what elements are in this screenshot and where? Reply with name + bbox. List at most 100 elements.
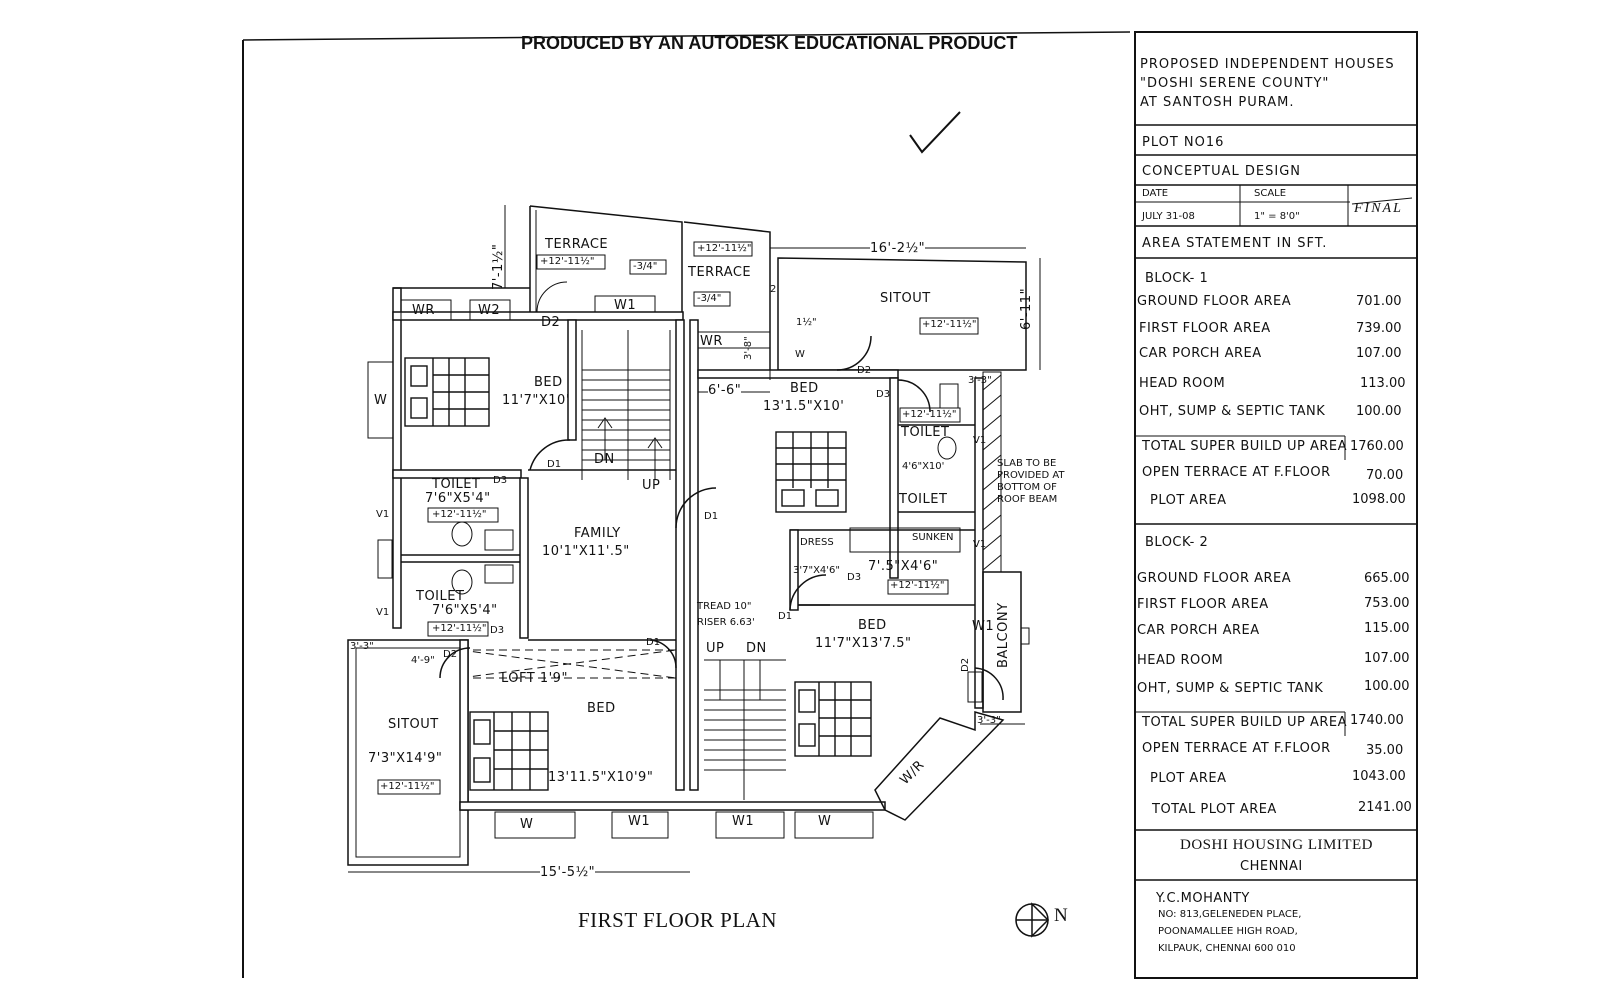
block-2-row-label: OHT, SUMP & SEPTIC TANK: [1137, 681, 1324, 696]
terrace-2-drop: -3/4": [697, 293, 722, 304]
room-dim-bed-ne: 13'1.5"X10': [763, 399, 845, 414]
label-v1-d: V1: [973, 539, 987, 550]
block-2-row-label: CAR PORCH AREA: [1137, 623, 1260, 638]
label-d2-top: D2: [541, 315, 561, 330]
label-d1-family: D1: [547, 459, 562, 470]
room-name-toilet-4: TOILET: [899, 492, 948, 507]
block-1-row-label: OHT, SUMP & SEPTIC TANK: [1139, 404, 1326, 419]
room-level-toilet-1: +12'-11½": [432, 509, 487, 520]
room-dim-toilet-1: 7'6"X5'4": [425, 491, 491, 506]
block-1-row-value: 1098.00: [1352, 492, 1406, 507]
dim-2: 2: [770, 284, 777, 295]
label-d3-se: D3: [847, 572, 862, 583]
room-dim-bed-se: 11'7"X13'7.5": [815, 636, 912, 651]
north-arrow-icon: [1015, 902, 1050, 938]
label-w-bottom-1: W: [520, 817, 534, 832]
label-w2: W2: [478, 303, 501, 318]
block-2-row-label: PLOT AREA: [1150, 771, 1227, 786]
dim-3ft3-sw: 3'-3": [350, 641, 374, 652]
block-2-row-label: GROUND FLOOR AREA: [1137, 571, 1292, 586]
block-2-row-value: 115.00: [1364, 621, 1410, 636]
room-name-terrace-2: TERRACE: [688, 265, 752, 280]
slab-note-line: PROVIDED AT: [997, 470, 1065, 481]
block-1-row-label: GROUND FLOOR AREA: [1137, 294, 1292, 309]
dim-6ft6: 6'-6": [708, 383, 742, 398]
room-level-sitout-top: +12'-11½": [922, 319, 977, 330]
north-label: N: [1054, 905, 1068, 926]
room-dim-bed-sw: 13'11.5"X10'9": [548, 770, 654, 785]
block-2-row-value: 107.00: [1364, 651, 1410, 666]
block-1-row-label: HEAD ROOM: [1139, 376, 1226, 391]
architect-name: Y.C.MOHANTY: [1156, 891, 1250, 906]
label-wr-1: WR: [412, 303, 435, 318]
label-d1-se: D1: [778, 611, 793, 622]
label-w1-top: W1: [614, 298, 637, 313]
block-1-row-value: 70.00: [1366, 468, 1404, 483]
block-1-row-label: TOTAL SUPER BUILD UP AREA: [1142, 439, 1348, 454]
project-title-line: PROPOSED INDEPENDENT HOUSES: [1140, 57, 1395, 72]
architect-address-line: POONAMALLEE HIGH ROAD,: [1158, 926, 1298, 937]
room-dim-dress: 3'7"X4'6": [793, 565, 840, 576]
scale-label: SCALE: [1254, 188, 1287, 199]
company-name: DOSHI HOUSING LIMITED: [1180, 837, 1373, 853]
label-d2-balcony: D2: [960, 657, 971, 672]
room-name-dress: DRESS: [800, 537, 834, 548]
plan-title: FIRST FLOOR PLAN: [578, 908, 777, 932]
room-name-sitout-sw: SITOUT: [388, 717, 439, 732]
block-2-row-label: TOTAL PLOT AREA: [1152, 802, 1277, 817]
block-1-row-value: 701.00: [1356, 294, 1402, 309]
room-dim-sitout-sw: 7'3"X14'9": [368, 751, 443, 766]
room-level-toilet-2: +12'-11½": [432, 623, 487, 634]
room-dim-bed-nw: 11'7"X10': [502, 393, 570, 408]
room-name-family: FAMILY: [574, 526, 621, 541]
label-up-2: UP: [706, 641, 725, 656]
label-d3-sw: D3: [490, 625, 505, 636]
label-loft: LOFT 1'9": [501, 671, 568, 686]
label-d2-sw: D2: [443, 649, 458, 660]
label-dn-2: DN: [746, 641, 767, 656]
slab-note-line: BOTTOM OF: [997, 482, 1057, 493]
project-title-line: AT SANTOSH PURAM.: [1140, 95, 1295, 110]
autodesk-watermark: PRODUCED BY AN AUTODESK EDUCATIONAL PROD…: [521, 33, 1018, 53]
label-dn-1: DN: [594, 452, 615, 467]
block-1-label: BLOCK- 1: [1145, 271, 1209, 286]
room-name-toilet-3: TOILET: [901, 425, 950, 440]
label-w-bottom-2: W: [818, 814, 832, 829]
room-level-toilet-3: +12'-11½": [902, 409, 957, 420]
terrace-1-drop: -3/4": [633, 261, 658, 272]
dim-3ft3-ne: 3'-3": [968, 375, 992, 386]
label-w1-bottom-2: W1: [732, 814, 755, 829]
dim-16ft: 16'-2½": [870, 241, 926, 256]
check-mark-icon: [909, 111, 961, 154]
status-stamp: FINAL: [1354, 201, 1403, 216]
block-2-label: BLOCK- 2: [1145, 535, 1209, 550]
dim-7ft: 7'-1½": [491, 243, 506, 290]
room-name-toilet-1: TOILET: [432, 477, 481, 492]
label-d3-w: D3: [493, 475, 508, 486]
plot-number: PLOT NO16: [1142, 135, 1225, 150]
room-name-bed-ne: BED: [790, 381, 819, 396]
block-2-row-label: OPEN TERRACE AT F.FLOOR: [1142, 741, 1331, 756]
block-2-row-value: 1043.00: [1352, 769, 1406, 784]
room-dim-toilet-2: 7'6"X5'4": [432, 603, 498, 618]
dim-3ft3-bay: 3'-3": [977, 715, 1001, 726]
block-1-row-label: OPEN TERRACE AT F.FLOOR: [1142, 465, 1331, 480]
block-2-row-value: 1740.00: [1350, 713, 1404, 728]
bed-furniture: [404, 357, 872, 791]
block-2-row-value: 35.00: [1366, 743, 1404, 758]
block-1-row-value: 113.00: [1360, 376, 1406, 391]
block-2-row-value: 100.00: [1364, 679, 1410, 694]
block-1-row-label: FIRST FLOOR AREA: [1139, 321, 1271, 336]
room-name-terrace-1: TERRACE: [545, 237, 609, 252]
block-1-row-value: 100.00: [1356, 404, 1402, 419]
dim-3ft8: 3'-8": [743, 336, 754, 360]
block-2-row-value: 665.00: [1364, 571, 1410, 586]
label-w1-balcony: W1: [972, 619, 995, 634]
slab-note: SLAB TO BE PROVIDED AT BOTTOM OF ROOF BE…: [997, 458, 1065, 506]
label-w-west: W: [374, 393, 388, 408]
room-name-bed-se: BED: [858, 618, 887, 633]
block-1-row-value: 107.00: [1356, 346, 1402, 361]
block-2-row-value: 2141.00: [1358, 800, 1412, 815]
room-level-sunken: +12'-11½": [890, 580, 945, 591]
